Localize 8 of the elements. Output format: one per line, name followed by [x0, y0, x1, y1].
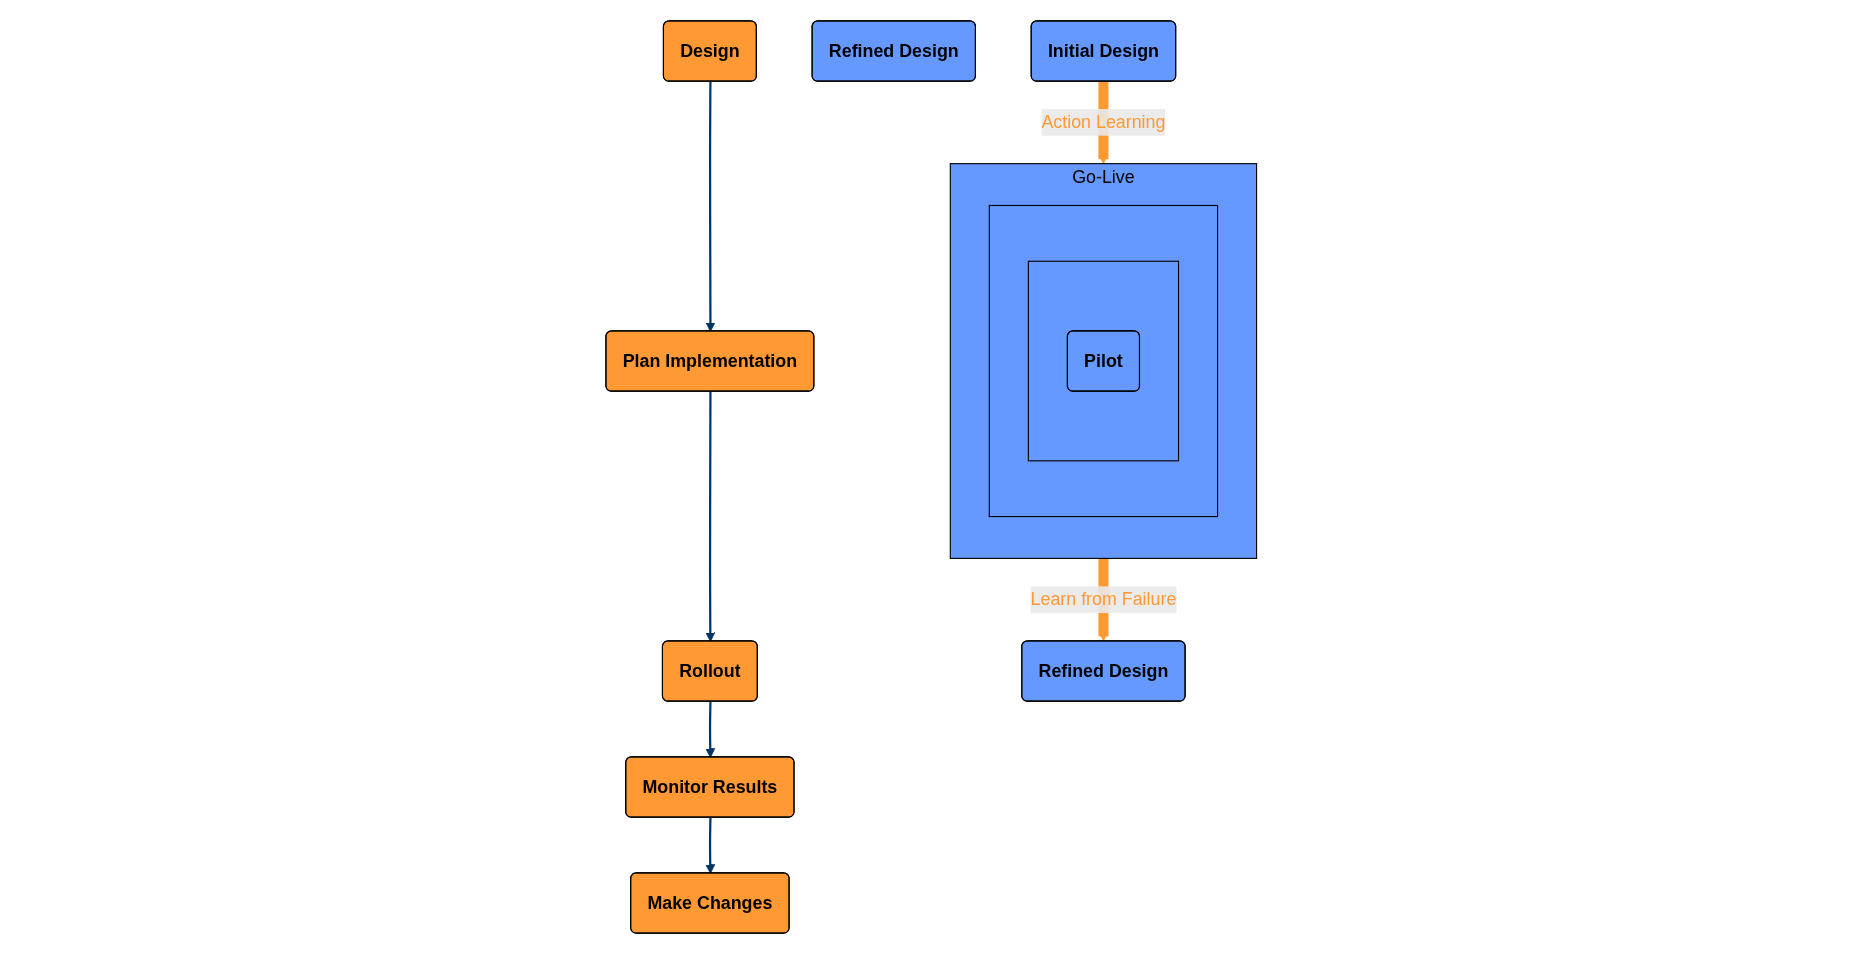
arrow [705, 701, 715, 758]
edge-label: Action Learning [1041, 112, 1166, 132]
cluster [988, 204, 1218, 518]
arrow [705, 817, 715, 874]
cluster [1027, 260, 1179, 462]
arrow [705, 81, 716, 332]
arrow [705, 391, 715, 642]
edge-label: Learn from Failure [1030, 589, 1177, 609]
